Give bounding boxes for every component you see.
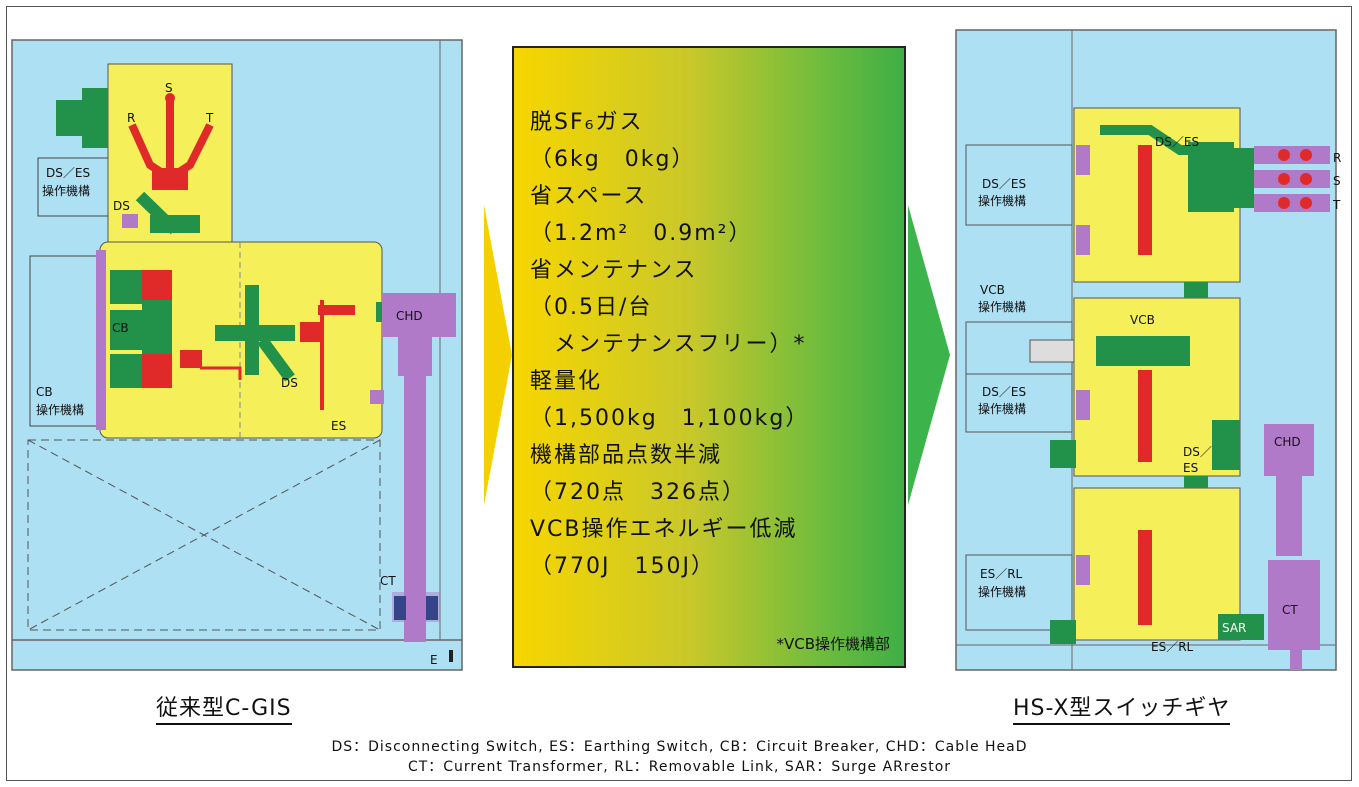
benefits-box: 脱SF₆ガス （6kg 0kg） 省スペース （1.2m² 0.9m²） 省メンテナンス… bbox=[512, 46, 906, 668]
legend-line-1: DS：Disconnecting Switch, ES：Earthing Swi… bbox=[331, 739, 1028, 755]
label-ds-es-mid-1: DS／ bbox=[1183, 445, 1212, 459]
benefit-line: （1,500kg 1,100kg） bbox=[530, 406, 810, 431]
hsx-switchgear-drawing bbox=[955, 29, 1337, 671]
benefit-line: VCB操作エネルギー低減 bbox=[530, 517, 798, 542]
label-cb: CB bbox=[112, 321, 129, 335]
op-box-3 bbox=[965, 554, 1073, 631]
label-op1-1: DS／ES bbox=[982, 177, 1026, 191]
benefit-line: （770J 150J） bbox=[530, 554, 715, 579]
conventional-cgis-drawing bbox=[11, 39, 463, 671]
op-box-1 bbox=[965, 144, 1073, 226]
label-ds-mid: DS bbox=[281, 376, 298, 390]
label-vcb-op-1: VCB bbox=[980, 283, 1005, 297]
label-op3-2: 操作機構 bbox=[978, 584, 1026, 599]
label-op2-1: DS／ES bbox=[982, 385, 1026, 399]
lower-compartment bbox=[27, 439, 381, 631]
label-es: ES bbox=[331, 419, 346, 433]
label-t-right: T bbox=[1332, 198, 1341, 212]
benefit-line: （720点 326点） bbox=[530, 480, 746, 505]
label-ds-es-op-1: DS／ES bbox=[46, 166, 90, 180]
right-caption: HS‐X型スイッチギヤ bbox=[1013, 690, 1231, 725]
label-s-right: S bbox=[1333, 174, 1341, 188]
arrow-center-to-right bbox=[908, 205, 950, 505]
label-ds-top: DS bbox=[113, 199, 130, 213]
ct-right bbox=[1268, 560, 1320, 650]
label-ct-right: CT bbox=[1282, 603, 1298, 617]
label-t: T bbox=[205, 111, 214, 125]
benefit-line: （0.5日/台 bbox=[530, 295, 653, 320]
benefit-line: 省メンテナンス bbox=[530, 258, 698, 283]
arrow-left-to-center bbox=[484, 205, 512, 505]
label-vcb-op-2: 操作機構 bbox=[978, 299, 1026, 314]
left-caption: 従来型C‐GIS bbox=[156, 690, 292, 725]
label-op3-1: ES／RL bbox=[980, 567, 1023, 581]
chd-left bbox=[382, 293, 456, 337]
label-chd-left: CHD bbox=[396, 309, 423, 323]
label-cb-op-2: 操作機構 bbox=[36, 402, 84, 417]
label-ct-left: CT bbox=[380, 574, 396, 588]
label-chd-right: CHD bbox=[1274, 435, 1301, 449]
label-r: R bbox=[127, 111, 135, 125]
label-s: S bbox=[165, 81, 173, 95]
label-es-rl: ES／RL bbox=[1151, 640, 1194, 654]
label-op1-2: 操作機構 bbox=[978, 193, 1026, 208]
label-ds-es-mid-2: ES bbox=[1183, 461, 1198, 475]
benefit-line: 省スペース bbox=[530, 184, 648, 209]
label-cb-op-1: CB bbox=[36, 385, 53, 399]
right-labels: DS／ES R S T DS／ES 操作機構 VCB 操作機構 VCB DS／E… bbox=[978, 135, 1341, 654]
cb-operating-box bbox=[29, 255, 103, 427]
lower-tank bbox=[1073, 487, 1241, 641]
benefits-footnote: *VCB操作機構部 bbox=[776, 635, 890, 653]
legend-line-2: CT：Current Transformer, RL：Removable Lin… bbox=[407, 759, 952, 775]
label-sar: SAR bbox=[1222, 621, 1246, 635]
label-ds-es-op-2: 操作機構 bbox=[42, 183, 90, 198]
label-op2-2: 操作機構 bbox=[978, 401, 1026, 416]
label-e: E bbox=[430, 653, 438, 667]
benefit-line: 機構部品点数半減 bbox=[530, 443, 723, 468]
benefit-line: （1.2m² 0.9m²） bbox=[530, 221, 753, 246]
figure-frame bbox=[6, 6, 1352, 781]
op-box-2 bbox=[965, 373, 1073, 433]
benefit-line: （6kg 0kg） bbox=[530, 147, 696, 172]
label-vcb: VCB bbox=[1130, 313, 1155, 327]
label-r-right: R bbox=[1333, 151, 1341, 165]
benefit-line: 軽量化 bbox=[530, 369, 603, 394]
benefit-line: メンテナンスフリー）* bbox=[530, 332, 807, 357]
chd-right bbox=[1264, 424, 1314, 476]
benefit-line: 脱SF₆ガス bbox=[530, 110, 644, 135]
label-ds-es-top: DS／ES bbox=[1155, 135, 1199, 149]
left-labels: S R T DS／ES 操作機構 DS CB CB 操作機構 DS ES CHD… bbox=[36, 81, 438, 667]
